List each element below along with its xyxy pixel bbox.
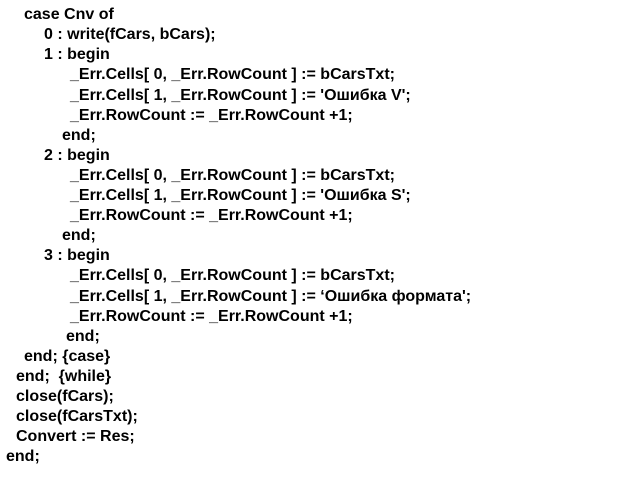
code-line: close(fCarsTxt); — [16, 408, 138, 425]
code-line: _Err.Cells[ 0, _Err.RowCount ] := bCarsT… — [70, 66, 395, 83]
code-line: Convert := Res; — [16, 428, 135, 445]
code-line: 1 : begin — [44, 46, 110, 63]
code-line: 3 : begin — [44, 247, 110, 264]
code-line: _Err.RowCount := _Err.RowCount +1; — [70, 107, 353, 124]
code-line: _Err.RowCount := _Err.RowCount +1; — [70, 207, 353, 224]
code-line: end; — [6, 448, 40, 465]
code-line: end; — [66, 328, 100, 345]
code-line: _Err.Cells[ 1, _Err.RowCount ] := 'Ошибк… — [70, 87, 411, 104]
code-line: close(fCars); — [16, 388, 114, 405]
code-line: end; — [62, 227, 96, 244]
code-line: _Err.Cells[ 1, _Err.RowCount ] := ‘Ошибк… — [70, 288, 472, 305]
code-line: _Err.Cells[ 1, _Err.RowCount ] := 'Ошибк… — [70, 187, 411, 204]
code-line: end; {while} — [16, 368, 112, 385]
code-line: end; {case} — [24, 348, 111, 365]
code-line: 0 : write(fCars, bCars); — [44, 26, 216, 43]
code-line: _Err.RowCount := _Err.RowCount +1; — [70, 308, 353, 325]
code-line: case Cnv of — [24, 6, 114, 23]
code-line: end; — [62, 127, 96, 144]
code-line: _Err.Cells[ 0, _Err.RowCount ] := bCarsT… — [70, 167, 395, 184]
code-line: _Err.Cells[ 0, _Err.RowCount ] := bCarsT… — [70, 267, 395, 284]
code-line: 2 : begin — [44, 147, 110, 164]
